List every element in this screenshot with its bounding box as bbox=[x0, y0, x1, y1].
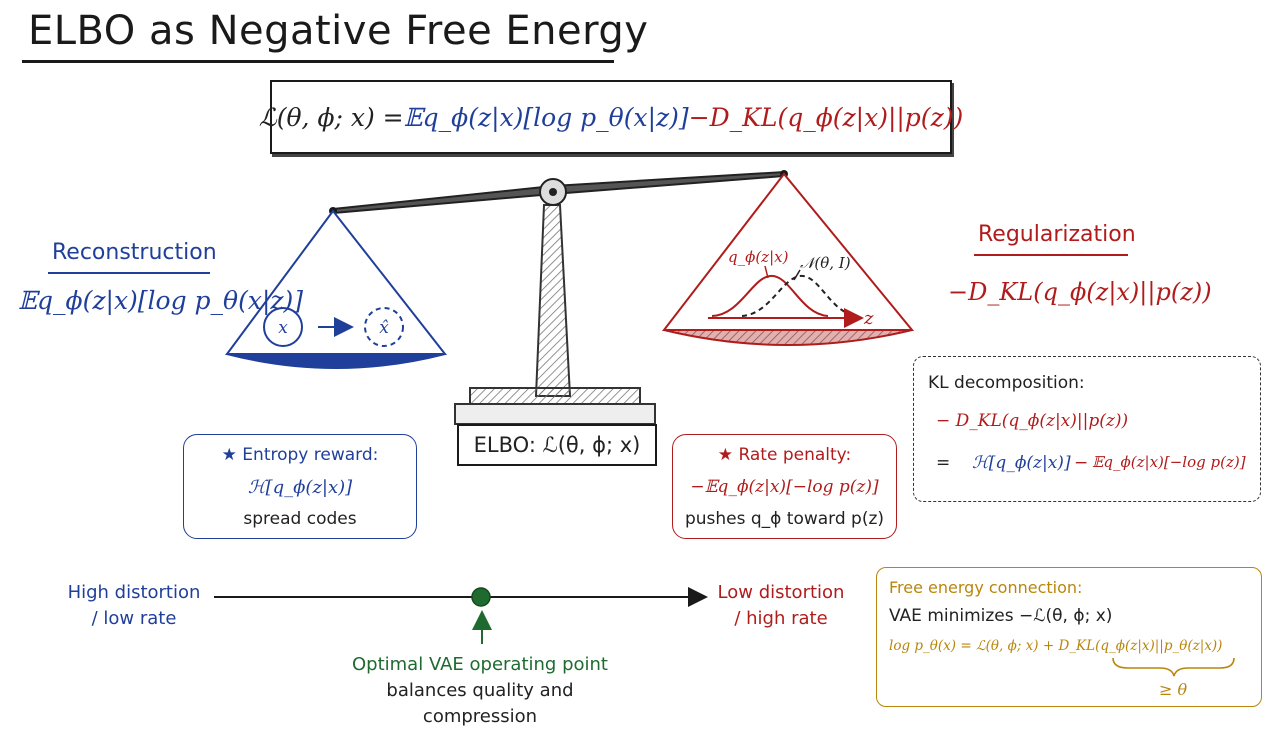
elbo-reconstruction-term: 𝔼q_ϕ(z|x)[log p_θ(x|z)] bbox=[403, 102, 689, 132]
axis-left-line1: High distortion bbox=[67, 582, 201, 603]
kl-card-minus: − bbox=[1074, 453, 1089, 473]
rate-card-formula: −𝔼q_ϕ(z|x)[−log p(z)] bbox=[690, 477, 879, 497]
elbo-minus: − bbox=[688, 102, 710, 132]
right-pan-bowl-tint bbox=[664, 330, 912, 345]
regularization-underline bbox=[974, 254, 1128, 256]
elbo-formula-box: ℒ(θ, ϕ; x) = 𝔼q_ϕ(z|x)[log p_θ(x|z)] − D… bbox=[259, 80, 963, 154]
reconstruction-title: Reconstruction bbox=[52, 240, 217, 265]
star-icon: ★ bbox=[221, 445, 237, 465]
reconstruction-underline bbox=[48, 272, 210, 274]
operating-point-label: Optimal VAE operating point balances qua… bbox=[330, 652, 630, 730]
entropy-card-formula: ℋ[q_ϕ(z|x)] bbox=[247, 477, 353, 498]
kl-brace bbox=[1112, 657, 1235, 677]
z-label: z bbox=[863, 308, 874, 329]
rate-penalty-card: ★ Rate penalty: −𝔼q_ϕ(z|x)[−log p(z)] pu… bbox=[672, 434, 897, 539]
page-title: ELBO as Negative Free Energy bbox=[28, 8, 649, 54]
regularization-formula: −D_KL(q_ϕ(z|x)||p(z)) bbox=[948, 278, 1212, 306]
entropy-card-note: spread codes bbox=[243, 509, 357, 529]
free-energy-brace-note: ≥ θ bbox=[1159, 680, 1188, 699]
x-circle bbox=[263, 307, 303, 347]
regularization-title: Regularization bbox=[978, 222, 1136, 247]
axis-right-label: Low distortion / high rate bbox=[706, 580, 856, 632]
star-icon: ★ bbox=[717, 445, 734, 465]
axis-left-line2: / low rate bbox=[91, 608, 177, 629]
prior-curve bbox=[741, 274, 859, 317]
free-energy-line2: log p_θ(x) = ℒ(θ, ϕ; x) + D_KL(q_ϕ(z|x)|… bbox=[889, 638, 1223, 654]
kl-decomposition-card: KL decomposition: − D_KL(q_ϕ(z|x)||p(z))… bbox=[913, 356, 1261, 502]
posterior-curve bbox=[711, 274, 829, 317]
x-label: x bbox=[278, 318, 288, 338]
scale-base-bottom bbox=[454, 403, 656, 425]
posterior-label: q_ϕ(z|x) bbox=[728, 248, 789, 266]
kl-card-equals: = bbox=[936, 453, 951, 473]
elbo-kl-term: D_KL(q_ϕ(z|x)||p(z)) bbox=[709, 102, 964, 132]
scale-base-label: ELBO: ℒ(θ, ϕ; x) bbox=[457, 424, 657, 466]
scale-pivot-center bbox=[549, 188, 557, 196]
reconstruction-formula: 𝔼q_ϕ(z|x)[log p_θ(x|z)] bbox=[18, 286, 304, 315]
left-pan-bowl bbox=[226, 353, 446, 369]
free-energy-title: Free energy connection: bbox=[889, 578, 1083, 597]
rate-card-note: pushes q_ϕ toward p(z) bbox=[684, 509, 885, 529]
scale-pillar bbox=[534, 204, 572, 397]
elbo-lhs: ℒ(θ, ϕ; x) = bbox=[258, 102, 404, 132]
prior-pointer bbox=[793, 269, 801, 281]
x-hat-circle bbox=[364, 307, 404, 347]
right-pan-bowl bbox=[663, 329, 913, 346]
x-hat-label: x̂ bbox=[379, 318, 389, 338]
kl-card-line1: − D_KL(q_ϕ(z|x)||p(z)) bbox=[936, 411, 1129, 431]
operating-point-note: balances quality and compression bbox=[386, 680, 574, 727]
axis-right-line1: Low distortion bbox=[717, 582, 845, 603]
rate-card-heading: ★ Rate penalty: bbox=[673, 445, 896, 465]
operating-point-title: Optimal VAE operating point bbox=[352, 654, 608, 675]
rate-card-title: Rate penalty: bbox=[738, 445, 852, 465]
kl-card-cross-entropy: 𝔼q_ϕ(z|x)[−log p(z)] bbox=[1092, 453, 1246, 471]
free-energy-line1: VAE minimizes −ℒ(θ, ϕ; x) bbox=[889, 606, 1113, 626]
kl-card-entropy: ℋ[q_ϕ(z|x)] bbox=[972, 453, 1071, 473]
axis-left-label: High distortion / low rate bbox=[56, 580, 212, 632]
operating-point bbox=[471, 587, 491, 607]
left-pan bbox=[225, 209, 448, 355]
entropy-card-title: Entropy reward: bbox=[242, 445, 379, 465]
entropy-reward-card: ★ Entropy reward: ℋ[q_ϕ(z|x)] spread cod… bbox=[183, 434, 417, 539]
kl-card-title: KL decomposition: bbox=[928, 373, 1085, 393]
axis-right-line2: / high rate bbox=[734, 608, 828, 629]
posterior-pointer bbox=[764, 265, 769, 279]
free-energy-card: Free energy connection: VAE minimizes −ℒ… bbox=[876, 567, 1262, 707]
prior-label: 𝒩(θ, I) bbox=[800, 254, 851, 272]
title-underline bbox=[22, 60, 614, 63]
entropy-card-heading: ★ Entropy reward: bbox=[184, 445, 416, 465]
